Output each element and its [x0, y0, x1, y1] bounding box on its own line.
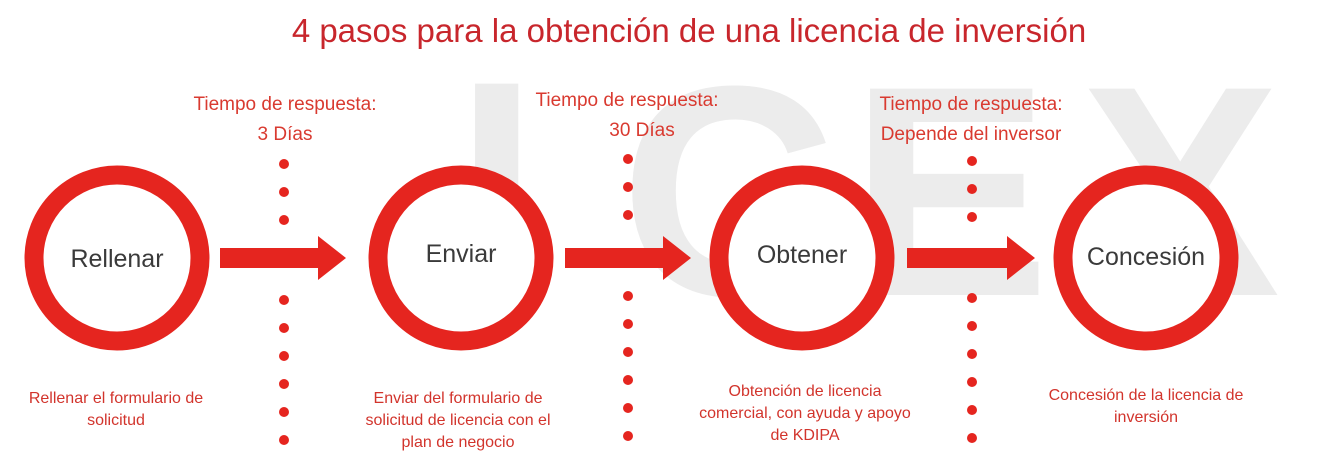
step-description-2: Enviar del formulario de solicitud de li… [365, 390, 551, 451]
separator-dot [623, 182, 633, 192]
separator-dot [279, 323, 289, 333]
step-circle [24, 165, 210, 351]
step-circle [368, 165, 554, 351]
separator-dot [967, 321, 977, 331]
separator-3 [967, 156, 977, 443]
response-time-3: Tiempo de respuesta: Depende del inverso… [841, 90, 1101, 150]
arrow-icon [220, 236, 346, 280]
response-time-2: Tiempo de respuesta: 30 Días [497, 86, 757, 146]
step-concesion: Concesión [1053, 165, 1239, 351]
separator-dot [967, 212, 977, 222]
arrow-icon [907, 236, 1035, 280]
step-enviar: Enviar [368, 165, 554, 351]
separator-dot [279, 351, 289, 361]
response-time-heading: Tiempo de respuesta: [193, 94, 377, 115]
step-circle [1053, 165, 1239, 351]
step-description-1: Rellenar el formulario de solicitud [28, 390, 204, 429]
separator-dot [967, 405, 977, 415]
separator-dot [623, 431, 633, 441]
step-description-4: Concesión de la licencia de inversión [1048, 387, 1244, 426]
response-time-heading: Tiempo de respuesta: [879, 94, 1063, 115]
step-rellenar: Rellenar [24, 165, 210, 351]
step-label: Enviar [426, 240, 497, 268]
separator-dot [279, 215, 289, 225]
separator-dot [279, 407, 289, 417]
separator-dot [967, 349, 977, 359]
separator-dot [279, 187, 289, 197]
response-time-value: 3 Días [257, 124, 313, 145]
response-time-1: Tiempo de respuesta: 3 Días [155, 90, 415, 150]
separator-2 [623, 154, 633, 441]
separator-dot [279, 295, 289, 305]
separator-dot [623, 319, 633, 329]
separator-dot [967, 433, 977, 443]
separator-dot [967, 156, 977, 166]
separator-dot [623, 403, 633, 413]
separator-dot [623, 291, 633, 301]
separator-dot [623, 210, 633, 220]
page-title: 4 pasos para la obtención de una licenci… [291, 12, 1087, 49]
separator-dot [279, 435, 289, 445]
separator-dot [623, 154, 633, 164]
response-time-value: Depende del inversor [880, 124, 1062, 145]
step-circle [709, 165, 895, 351]
separator-dot [279, 159, 289, 169]
separator-dot [623, 347, 633, 357]
arrow-icon [565, 236, 691, 280]
step-label: Rellenar [70, 245, 163, 273]
response-time-value: 30 Días [609, 120, 675, 141]
separator-dot [967, 293, 977, 303]
step-description-3: Obtención de licencia comercial, con ayu… [699, 383, 911, 444]
watermark-letter-e: E [850, 23, 1050, 359]
separator-dot [279, 379, 289, 389]
separator-dot [967, 184, 977, 194]
separator-1 [279, 159, 289, 445]
separator-dot [623, 375, 633, 385]
separator-dot [967, 377, 977, 387]
response-time-heading: Tiempo de respuesta: [535, 90, 719, 111]
step-obtener: Obtener [709, 165, 895, 351]
step-label: Concesión [1087, 243, 1205, 271]
step-label: Obtener [757, 241, 847, 269]
